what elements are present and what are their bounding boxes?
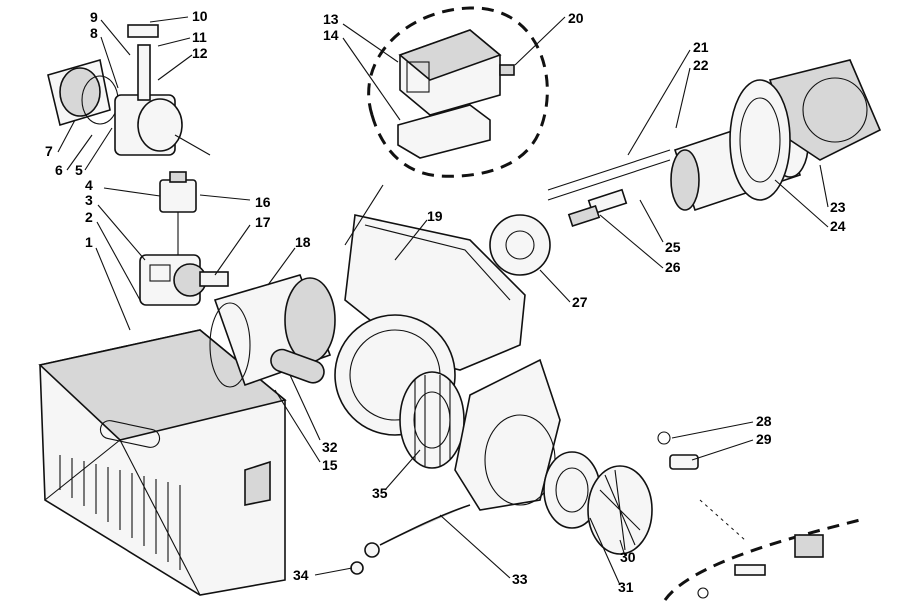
callout-4: 4 (85, 177, 93, 193)
callout-19: 19 (427, 208, 443, 224)
callout-8: 8 (90, 25, 98, 41)
control-box-detail (344, 6, 549, 246)
callout-28: 28 (756, 413, 772, 429)
callout-35: 35 (372, 485, 388, 501)
photocell (657, 431, 699, 470)
callout-labels: 1 2 3 4 5 6 7 8 9 10 11 12 13 14 15 16 1… (45, 8, 846, 595)
blast-tube (670, 59, 882, 212)
callout-6: 6 (55, 162, 63, 178)
mounting-flange (489, 214, 551, 276)
motor (209, 274, 336, 388)
nozzle-detail (663, 499, 861, 601)
callout-33: 33 (512, 571, 528, 587)
fan-wheel (399, 371, 465, 469)
callout-10: 10 (192, 8, 208, 24)
callout-18: 18 (295, 234, 311, 250)
callout-15: 15 (322, 457, 338, 473)
callout-30: 30 (620, 549, 636, 565)
callout-2: 2 (85, 209, 93, 225)
callout-21: 21 (693, 39, 709, 55)
callout-3: 3 (85, 192, 93, 208)
callout-1: 1 (85, 234, 93, 250)
leader-lines (57, 16, 829, 586)
pump-head-assembly (47, 24, 211, 156)
callout-31: 31 (618, 579, 634, 595)
burner-cover (38, 329, 287, 596)
callout-16: 16 (255, 194, 271, 210)
electrode-assembly (547, 149, 671, 228)
callout-12: 12 (192, 45, 208, 61)
air-inlet-grille (543, 451, 653, 555)
callout-22: 22 (693, 57, 709, 73)
oil-pump (139, 254, 229, 306)
callout-32: 32 (322, 439, 338, 455)
callout-27: 27 (572, 294, 588, 310)
callout-34: 34 (293, 567, 309, 583)
callout-20: 20 (568, 10, 584, 26)
callout-5: 5 (75, 162, 83, 178)
callout-24: 24 (830, 218, 846, 234)
callout-26: 26 (665, 259, 681, 275)
callout-23: 23 (830, 199, 846, 215)
callout-11: 11 (192, 29, 207, 45)
callout-29: 29 (756, 431, 772, 447)
oil-hose (350, 504, 471, 575)
callout-13: 13 (323, 11, 339, 27)
callout-7: 7 (45, 143, 53, 159)
callout-9: 9 (90, 9, 98, 25)
callout-17: 17 (255, 214, 271, 230)
callout-14: 14 (323, 27, 339, 43)
fan-cover-plate (454, 358, 561, 511)
callout-25: 25 (665, 239, 681, 255)
solenoid-valve (159, 171, 197, 255)
